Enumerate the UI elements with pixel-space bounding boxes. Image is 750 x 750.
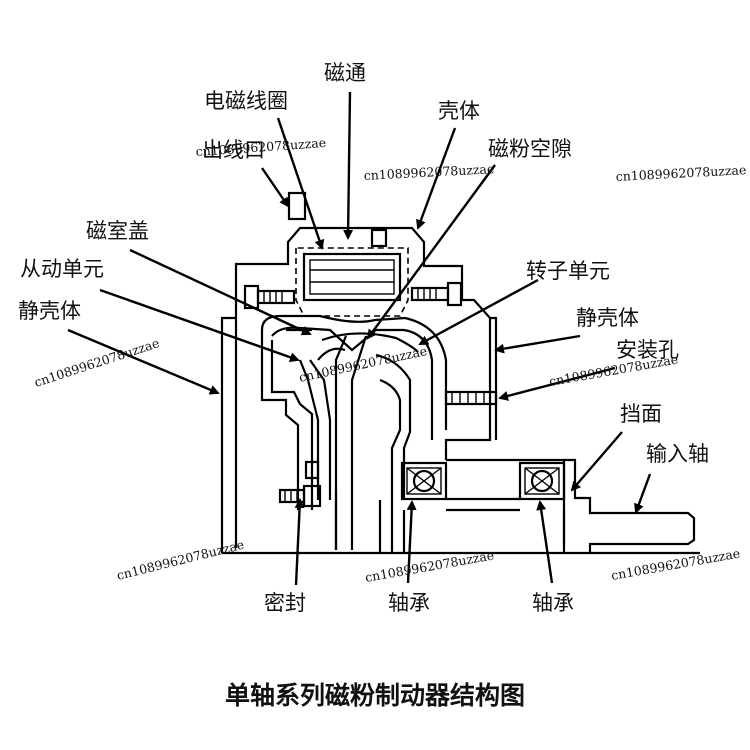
screw-left [243, 284, 296, 310]
label-powder-gap: 磁粉空隙 [488, 137, 572, 161]
bearing-left-shape [400, 461, 448, 501]
watermark-6: cn1089962078uzzae [548, 351, 679, 388]
label-static-housing-right: 静壳体 [576, 306, 639, 330]
label-input-shaft: 输入轴 [646, 442, 709, 466]
mount-hole-shape [444, 390, 498, 406]
label-flux: 磁通 [324, 61, 366, 85]
screw-right [410, 281, 463, 307]
label-driven-unit: 从动单元 [20, 257, 104, 281]
label-mount-hole: 安装孔 [616, 338, 679, 362]
label-chamber-cover: 磁室盖 [86, 219, 149, 243]
watermark-2: cn1089962078uzzae [363, 161, 494, 183]
labels: 磁通 电磁线圈 壳体 出线口 磁粉空隙 磁室盖 从动单元 静壳体 转子单元 静壳… [18, 61, 709, 615]
label-coil: 电磁线圈 [204, 89, 288, 113]
label-housing: 壳体 [438, 99, 480, 123]
leader-arrows [67, 91, 652, 586]
label-rotor-unit: 转子单元 [526, 259, 610, 283]
seal-bolt [278, 484, 322, 508]
watermark-3: cn1089962078uzzae [615, 162, 746, 184]
watermark-9: cn1089962078uzzae [610, 545, 741, 582]
label-outlet: 出线口 [202, 138, 265, 162]
diagram-title: 单轴系列磁粉制动器结构图 [225, 681, 525, 710]
label-bearing-left: 轴承 [388, 591, 430, 615]
label-stop-face: 挡面 [620, 402, 662, 426]
label-static-housing-left: 静壳体 [18, 299, 81, 323]
watermark-4: cn1089962078uzzae [32, 335, 161, 390]
label-seal: 密封 [264, 591, 306, 615]
bearing-right-shape [518, 461, 566, 501]
watermark-7: cn1089962078uzzae [115, 537, 245, 583]
label-bearing-right: 轴承 [532, 591, 574, 615]
